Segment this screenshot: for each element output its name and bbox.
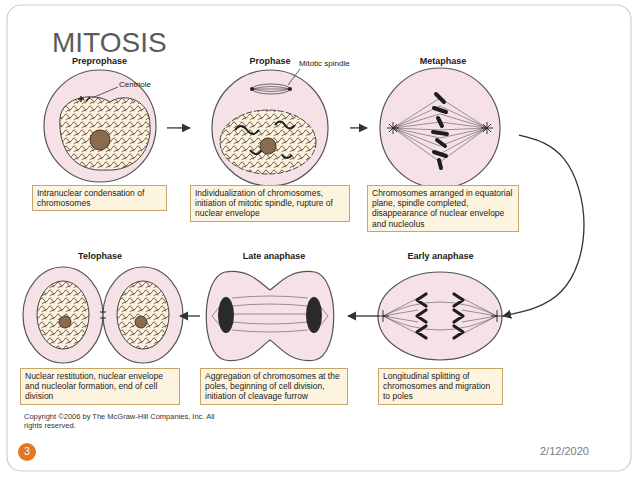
stage-panel: ProphaseIndividualization of chromosomes… bbox=[190, 56, 350, 234]
spindle-pole bbox=[288, 87, 292, 91]
stage-panel: TelophaseNuclear restitution, nuclear en… bbox=[20, 251, 180, 416]
chromosomes bbox=[220, 110, 316, 174]
caption-box: Intranuclear condensation of chromosomes bbox=[32, 185, 167, 211]
daughter-cell bbox=[23, 267, 103, 363]
callout-label: Mitotic spindle bbox=[299, 59, 379, 69]
cell-membrane bbox=[378, 272, 502, 360]
nucleolus bbox=[90, 130, 110, 150]
stage-arrow bbox=[167, 127, 190, 128]
stage-caption: Aggregation of chromosomes at the poles,… bbox=[205, 371, 343, 402]
callout-label: Centriole bbox=[119, 80, 189, 90]
caption-box: Longitudinal splitting of chromosomes an… bbox=[378, 368, 503, 405]
slide-frame bbox=[7, 5, 631, 471]
spindle-pole bbox=[250, 87, 254, 91]
stage-heading: Late anaphase bbox=[200, 251, 348, 261]
stage-heading: Metaphase bbox=[367, 56, 519, 66]
stage-panel: Early anaphaseLongitudinal splitting of … bbox=[378, 251, 503, 416]
nucleus bbox=[60, 97, 150, 170]
stage-arrow bbox=[503, 135, 584, 316]
spindle-fibers bbox=[383, 298, 497, 334]
stage-caption: Chromosomes arranged in equatorial plane… bbox=[372, 188, 514, 229]
dividing-cell bbox=[206, 271, 334, 360]
cell-membrane bbox=[212, 70, 328, 186]
slide-date: 2/12/2020 bbox=[540, 445, 620, 458]
spindle-pole bbox=[377, 310, 503, 322]
stage-arrow bbox=[350, 127, 367, 128]
slide-number: 3 bbox=[18, 446, 36, 458]
stage-panel: MetaphaseChromosomes arranged in equator… bbox=[367, 56, 519, 234]
midbody bbox=[100, 312, 106, 318]
stage-arrow bbox=[180, 315, 200, 316]
chromosome bbox=[235, 122, 295, 159]
stage-caption: Intranuclear condensation of chromosomes bbox=[37, 188, 162, 208]
mitotic-spindle bbox=[252, 84, 290, 94]
spindle-fibers bbox=[212, 296, 328, 332]
copyright-note: Copyright ©2006 by The McGraw-Hill Compa… bbox=[24, 412, 216, 430]
nucleus bbox=[220, 110, 316, 174]
stage-heading: Early anaphase bbox=[378, 251, 503, 261]
spindle-pole bbox=[387, 122, 493, 134]
chromatin bbox=[117, 281, 169, 349]
caption-box: Aggregation of chromosomes at the poles,… bbox=[200, 368, 348, 405]
chromosome-cluster bbox=[218, 297, 234, 333]
stage-heading: Telophase bbox=[20, 251, 180, 261]
slide-number-badge bbox=[18, 443, 36, 461]
leader-line bbox=[288, 69, 300, 85]
stage-caption: Individualization of chromosomes, initia… bbox=[195, 188, 345, 219]
nucleus bbox=[37, 281, 89, 349]
nucleus bbox=[117, 281, 169, 349]
nucleolus bbox=[59, 316, 71, 328]
leader-line bbox=[92, 87, 118, 98]
centriole bbox=[78, 96, 90, 102]
chromosome bbox=[433, 94, 447, 168]
caption-box: Chromosomes arranged in equatorial plane… bbox=[367, 185, 519, 232]
cell-membrane bbox=[380, 68, 500, 188]
stage-arrow bbox=[348, 315, 378, 316]
chromatin bbox=[60, 97, 150, 170]
caption-box: Nuclear restitution, nuclear envelope an… bbox=[20, 368, 180, 405]
chromosome-cluster bbox=[306, 297, 322, 333]
slide-title: MITOSIS bbox=[52, 27, 167, 59]
nucleolus bbox=[135, 316, 147, 328]
stage-caption: Nuclear restitution, nuclear envelope an… bbox=[25, 371, 175, 402]
chromatid bbox=[417, 294, 463, 338]
daughter-cell bbox=[103, 267, 183, 363]
nucleolus bbox=[260, 138, 276, 154]
spindle-fibers bbox=[252, 87, 290, 92]
stage-caption: Longitudinal splitting of chromosomes an… bbox=[383, 371, 498, 402]
caption-box: Individualization of chromosomes, initia… bbox=[190, 185, 350, 222]
stage-panel: Late anaphaseAggregation of chromosomes … bbox=[200, 251, 348, 416]
chromatin bbox=[37, 281, 89, 349]
